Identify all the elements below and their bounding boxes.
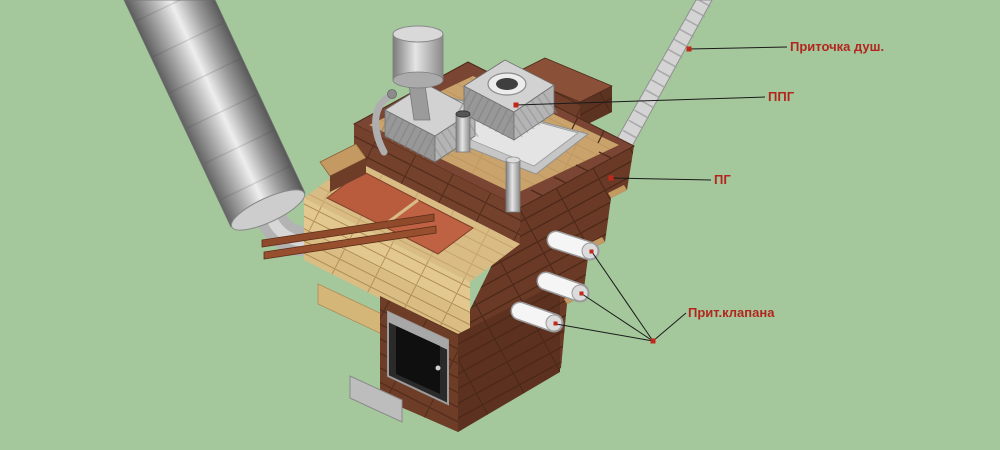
rail-1 — [261, 213, 435, 248]
copper-rails — [261, 213, 437, 260]
annotation-label: ПГ — [714, 172, 731, 187]
supply-valve-2 — [536, 271, 590, 303]
box-opening-hole — [496, 78, 518, 90]
upper-front-joints — [354, 124, 520, 244]
corner-bricks — [319, 143, 367, 192]
boxL-ribs-side — [427, 112, 483, 160]
rail-2 — [263, 225, 437, 260]
leader-marker — [650, 338, 656, 344]
door-handle — [435, 365, 441, 371]
leader-marker-valve-1 — [589, 249, 594, 254]
curved-pipe-fitting — [387, 89, 397, 99]
leader-line — [688, 46, 788, 50]
leader-line-valve-1 — [591, 251, 654, 342]
curved-pipe — [372, 89, 397, 156]
tan-face-2-joints — [304, 230, 470, 344]
curved-pipe-body — [372, 92, 394, 156]
steam-box-right — [457, 59, 562, 141]
leader-marker — [686, 46, 692, 52]
chimney-brick-right-joints — [580, 86, 612, 128]
chimney-brick-top — [512, 57, 613, 103]
leader-marker — [608, 175, 614, 181]
annotation-supply-valves: Прит.клапана — [553, 249, 775, 344]
annotation-ppg: ППГ — [513, 89, 795, 108]
pipe-body — [123, 0, 306, 228]
metal-sill — [349, 375, 403, 423]
small-pipe-top — [455, 110, 471, 118]
corner-brick-front — [330, 158, 366, 192]
annotation-supply-shower: Приточка душ. — [686, 39, 884, 54]
leader-line-valve-2 — [581, 293, 654, 342]
leader-line-valve-3 — [555, 323, 654, 342]
steam-pipe-body — [505, 159, 521, 213]
leader-line — [610, 177, 712, 181]
tank-bottom — [392, 71, 444, 89]
duct-ribs — [591, 0, 711, 196]
door-glass — [396, 326, 440, 394]
annotation-pg: ПГ — [608, 172, 731, 187]
leader-marker — [513, 102, 519, 108]
oven-door — [387, 310, 449, 406]
boxL-top — [384, 83, 476, 137]
wall-step-1 — [608, 185, 627, 198]
upper-front-bricks — [354, 124, 520, 244]
leader-marker-valve-2 — [579, 291, 584, 296]
water-tank — [392, 25, 444, 121]
annotation-label: Приточка душ. — [790, 39, 884, 54]
boxR-ribs-front — [457, 88, 521, 138]
annotations: Приточка душ. ППГ ПГ Прит.клапана — [513, 39, 884, 344]
steam-pipe — [505, 156, 521, 213]
leader-line — [652, 312, 687, 342]
door-top-band — [388, 312, 448, 350]
annotation-label: ППГ — [768, 89, 795, 104]
annotation-label: Прит.клапана — [688, 305, 775, 320]
tank-top — [392, 25, 444, 43]
boxL-ribs-front — [379, 111, 441, 161]
small-pipe-body — [455, 113, 471, 153]
boxR-ribs-side — [506, 87, 562, 138]
small-chimney-pipe — [455, 110, 471, 153]
pipe-end-cap — [230, 189, 306, 231]
leader-marker-valve-3 — [553, 321, 558, 326]
steam-pipe-top — [505, 156, 521, 164]
leader-line — [515, 96, 766, 106]
